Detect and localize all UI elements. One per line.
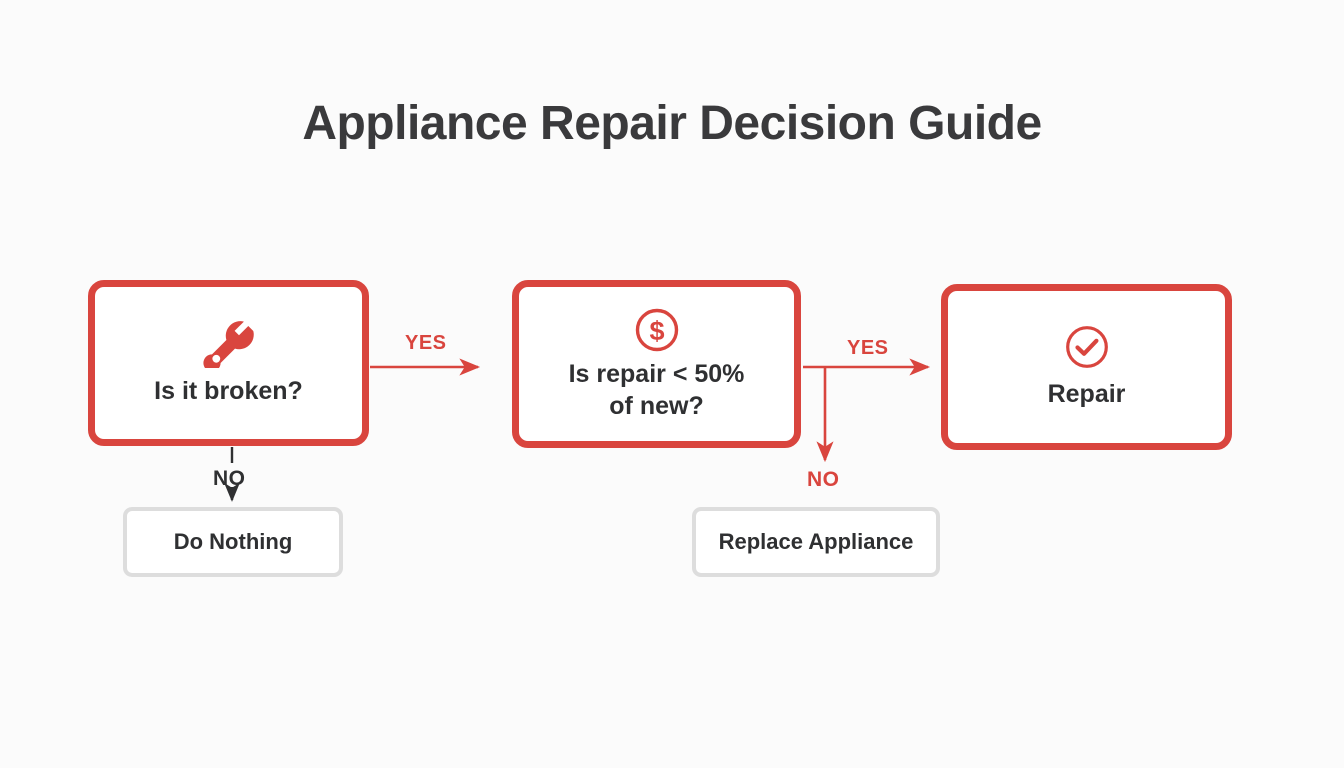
edge-label-cost-yes: YES — [847, 337, 889, 359]
node-repair[interactable]: Repair — [941, 284, 1232, 450]
node-is-it-broken[interactable]: Is it broken? — [88, 280, 369, 446]
node-label: Do Nothing — [173, 529, 293, 554]
node-replace-appliance[interactable]: Replace Appliance — [692, 507, 940, 577]
dollar-circle-icon: $ — [633, 306, 681, 354]
node-do-nothing[interactable]: Do Nothing — [123, 507, 343, 577]
page-title: Appliance Repair Decision Guide — [302, 97, 1042, 150]
edge-label-broken-no: NO — [213, 467, 246, 490]
node-label: Replace Appliance — [718, 529, 914, 554]
node-is-repair-under-50[interactable]: $ Is repair < 50% of new? — [512, 280, 801, 448]
check-circle-icon — [1063, 323, 1111, 371]
edge-label-cost-no: NO — [807, 468, 840, 491]
wrench-icon — [201, 318, 257, 372]
edge-label-broken-yes: YES — [405, 332, 447, 354]
svg-text:$: $ — [649, 316, 664, 346]
node-label: Repair — [1047, 380, 1126, 409]
node-label: Is repair < 50% of new? — [568, 359, 745, 421]
node-label: Is it broken? — [154, 377, 303, 406]
